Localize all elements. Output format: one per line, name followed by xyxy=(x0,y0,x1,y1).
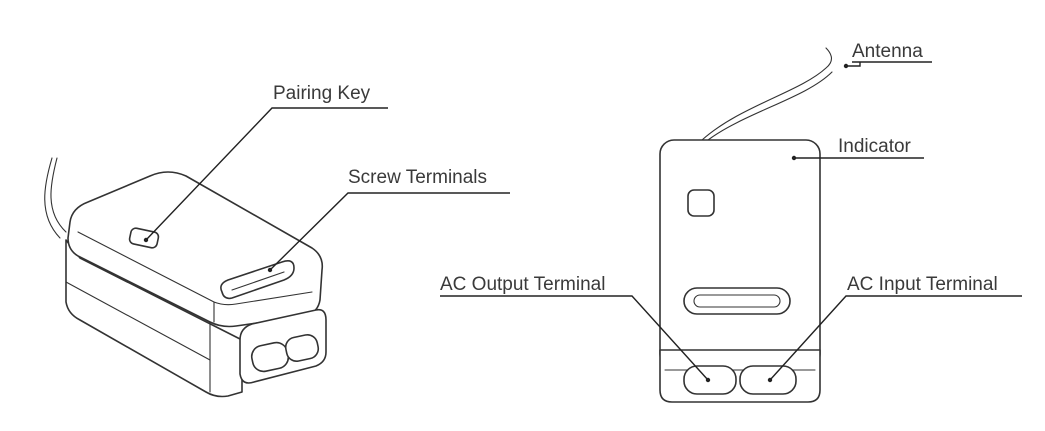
callout-antenna: Antenna xyxy=(843,41,932,69)
indicator-light xyxy=(687,189,715,217)
indicator-label: Indicator xyxy=(838,136,912,157)
pairing-key-button xyxy=(128,227,160,249)
ac-output-terminal-label: AC Output Terminal xyxy=(440,274,605,295)
terminal-port-right xyxy=(284,333,320,363)
ac-output-leader-line xyxy=(440,295,709,381)
antenna-label: Antenna xyxy=(852,41,923,62)
callout-pairing-key: Pairing Key xyxy=(143,83,388,243)
device-base-shell xyxy=(65,239,243,398)
callout-ac-input-terminal: AC Input Terminal xyxy=(767,274,1022,383)
callout-ac-output-terminal: AC Output Terminal xyxy=(440,274,711,383)
device-front-body xyxy=(659,139,821,369)
front-center-slot xyxy=(683,287,791,315)
ac-input-leader-line xyxy=(769,295,1022,381)
pairing-key-leader-line xyxy=(145,107,388,241)
device-isometric-view xyxy=(44,157,327,398)
ac-input-terminal-label: AC Input Terminal xyxy=(847,274,998,295)
callout-indicator: Indicator xyxy=(791,136,924,161)
antenna-wire xyxy=(701,47,832,141)
antenna-leader-line xyxy=(846,62,861,67)
callout-screw-terminals: Screw Terminals xyxy=(267,167,510,273)
device-cable-left xyxy=(44,157,61,239)
screw-terminals-leader-line xyxy=(269,192,510,271)
device-front-view xyxy=(659,47,833,403)
screw-terminals-label: Screw Terminals xyxy=(348,167,487,188)
pairing-key-label: Pairing Key xyxy=(273,83,371,104)
screw-terminal-slot-top xyxy=(220,260,295,300)
